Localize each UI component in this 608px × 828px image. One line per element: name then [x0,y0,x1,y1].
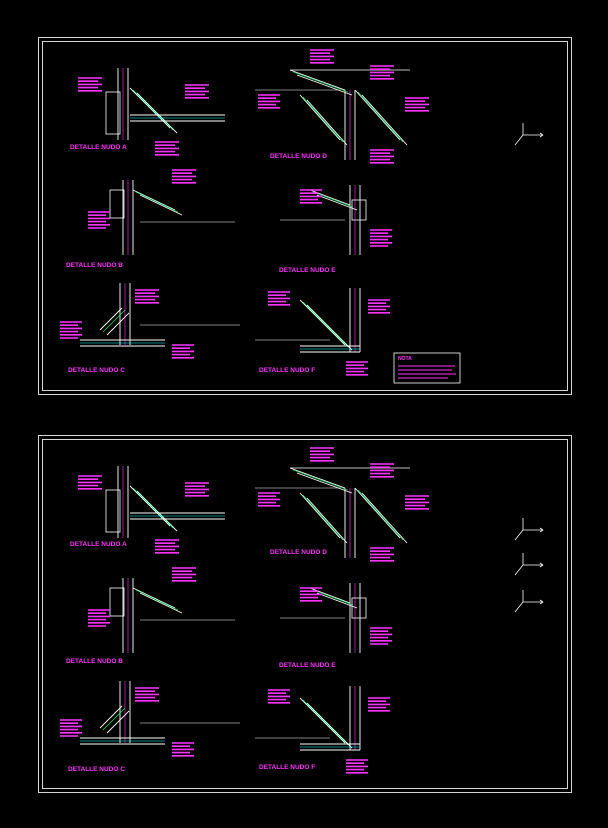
detail-label-e-sheet2: DETALLE NUDO E [279,662,336,669]
ucs-axis [514,529,524,541]
brace-member [99,307,123,331]
brace-member [99,705,123,729]
ucs-arrow [539,132,544,136]
detail-label-d-sheet1: DETALLE NUDO D [270,153,327,160]
brace-hatch [102,309,126,333]
brace-member [299,492,341,539]
brace-member [299,94,341,141]
brace-hatch [357,91,404,143]
ucs-arrow [539,564,544,568]
brace-member [316,592,358,609]
gusset-plate [105,489,121,533]
brace-member [306,99,348,146]
brace-member [299,697,346,744]
ucs-arrow [539,562,544,566]
brace-hatch [312,589,354,606]
brace-member [361,492,408,544]
ucs-arrow [539,134,544,138]
ucs-axis [514,601,524,613]
brace-member [139,592,183,614]
brace-hatch [132,89,174,131]
detail-label-c-sheet1: DETALLE NUDO C [68,367,125,374]
brace-hatch [302,494,344,541]
brace-hatch [302,699,349,746]
gusset-plate [351,199,367,221]
detail-label-f-sheet1: DETALLE NUDO F [259,367,315,374]
brace-member [136,92,178,134]
brace-member [106,710,130,734]
ucs-axis [514,134,524,146]
brace-member [299,299,346,346]
brace-member [306,304,353,351]
ucs-arrow [539,599,544,603]
ucs-arrow [539,601,544,605]
gusset-plate [109,587,125,617]
brace-member [316,194,358,211]
brace-hatch [292,469,349,491]
brace-member [106,312,130,336]
brace-hatch [312,191,354,208]
gusset-plate [351,597,367,619]
brace-member [306,702,353,749]
detail-label-c-sheet2: DETALLE NUDO C [68,766,125,773]
brace-member [129,87,171,129]
brace-hatch [102,707,126,731]
brace-member [306,497,348,544]
brace-hatch [357,489,404,541]
brace-member [296,472,353,494]
sheet-1-inner-border [42,41,568,391]
brace-member [139,194,183,216]
brace-member [129,485,171,527]
gusset-plate [109,189,125,219]
detail-label-b-sheet2: DETALLE NUDO B [66,658,123,665]
ucs-axis [514,564,524,576]
brace-member [354,487,401,539]
gusset-plate [105,91,121,135]
detail-graphics [60,49,544,774]
brace-member [361,94,408,146]
ucs-arrow [539,529,544,533]
brace-member [289,467,346,489]
brace-hatch [302,96,344,143]
brace-hatch [302,301,349,348]
note-box: NOTA [393,352,461,384]
brace-member [354,89,401,141]
ucs-arrow [539,527,544,531]
detail-label-b-sheet1: DETALLE NUDO B [66,262,123,269]
detail-label-d-sheet2: DETALLE NUDO D [270,549,327,556]
brace-member [136,490,178,532]
detail-label-e-sheet1: DETALLE NUDO E [279,267,336,274]
drawing-sheet-2 [38,435,572,793]
brace-member [132,587,176,609]
note-title: NOTA [398,356,412,362]
drawing-sheet-1 [38,37,572,395]
brace-member [289,69,346,91]
brace-hatch [292,71,349,93]
brace-hatch [135,589,179,611]
detail-label-f-sheet2: DETALLE NUDO F [259,764,315,771]
brace-member [296,74,353,96]
detail-label-a-sheet2: DETALLE NUDO A [70,541,127,548]
detail-label-a-sheet1: DETALLE NUDO A [70,144,127,151]
brace-member [132,189,176,211]
sheet-2-inner-border [42,439,568,789]
brace-hatch [132,487,174,529]
brace-hatch [135,191,179,213]
